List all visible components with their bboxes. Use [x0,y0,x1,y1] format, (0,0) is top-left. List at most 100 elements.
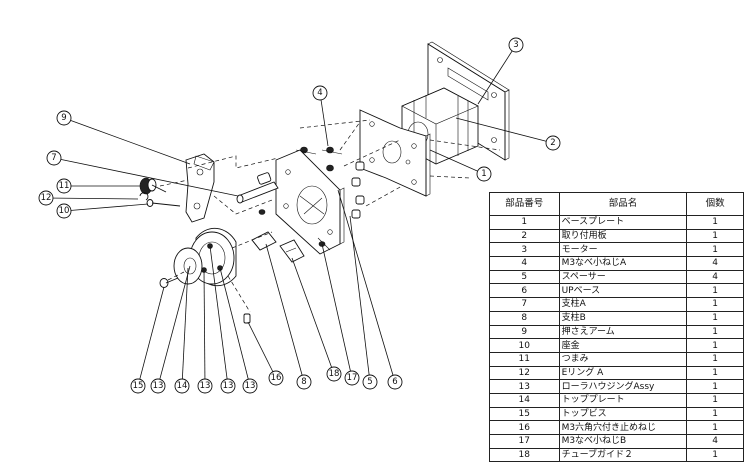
part-number-cell: 11 [489,351,560,367]
header-part-name: 部品名 [558,192,688,216]
balloon-11: 11 [56,178,72,194]
part-name-cell: モーター [558,242,688,258]
svg-text:13: 13 [245,381,256,391]
part-number-cell: 3 [489,242,560,258]
knob-part [139,177,167,195]
svg-text:12: 12 [41,193,52,203]
part-name-cell: トップビス [558,406,688,422]
svg-text:9: 9 [61,113,66,123]
part-name-cell: ローラハウジングAssy [558,379,688,394]
quantity-cell: 1 [686,215,744,230]
pillar-a-part [236,172,279,204]
part-number-cell: 5 [489,269,560,285]
balloon-4: 4 [312,85,328,101]
balloon-15: 15 [130,378,146,394]
quantity-cell: 1 [686,242,744,258]
balloon-7: 7 [46,150,62,166]
svg-text:15: 15 [133,381,144,391]
part-name-cell: スペーサー [558,269,688,285]
tube-guide-part [279,239,305,263]
balloon-13b: 13 [197,378,213,394]
svg-text:5: 5 [367,377,372,387]
top-screw-part [159,277,179,288]
part-name-cell: Eリング A [558,365,688,381]
quantity-cell: 1 [686,351,744,367]
balloon-3: 3 [508,37,524,53]
svg-text:4: 4 [317,88,322,98]
spacers-5-part [351,161,365,219]
svg-text:11: 11 [59,181,70,191]
svg-text:10: 10 [59,206,70,216]
balloon-13a: 13 [150,378,166,394]
part-number-cell: 12 [489,365,560,381]
quantity-cell: 1 [686,324,744,340]
part-name-cell: チューブガイド２ [558,447,688,463]
balloon-13c: 13 [220,378,236,394]
quantity-cell: 1 [686,392,744,408]
header-part-number: 部品番号 [489,192,560,216]
quantity-cell: 1 [686,283,744,299]
e-ring-part [139,192,149,201]
set-screw-part [243,313,251,324]
part-name-cell: 座金 [558,338,688,353]
quantity-cell: 1 [686,406,744,422]
svg-text:7: 7 [51,153,56,163]
svg-text:16: 16 [271,373,282,383]
part-number-cell: 10 [489,338,560,353]
header-quantity: 個数 [686,192,744,216]
part-name-cell: ベースプレート [558,215,688,230]
svg-text:14: 14 [177,381,188,391]
up-base-part [275,149,345,255]
part-number-cell: 16 [489,420,560,435]
svg-text:3: 3 [513,40,518,50]
balloon-13d: 13 [242,378,258,394]
quantity-cell: 1 [686,379,744,394]
balloon-10: 10 [56,203,72,219]
balloon-16: 16 [268,370,284,386]
part-name-cell: 取り付用板 [558,228,688,244]
part-number-cell: 1 [489,215,560,230]
part-name-cell: トッププレート [558,392,688,408]
balloon-5: 5 [362,374,378,390]
balloon-6: 6 [387,374,403,390]
part-name-cell: M3なべ小ねじB [558,434,688,449]
part-number-cell: 7 [489,297,560,312]
quantity-cell: 4 [686,269,744,285]
part-name-cell: M3六角穴付き止めねじ [558,420,688,435]
quantity-cell: 1 [686,310,744,326]
part-number-cell: 6 [489,283,560,299]
part-number-cell: 4 [489,256,560,271]
quantity-cell: 1 [686,420,744,435]
part-number-cell: 17 [489,434,560,449]
balloon-17: 17 [344,370,360,386]
svg-text:18: 18 [329,369,340,379]
part-number-cell: 8 [489,310,560,326]
pillar-b-part [251,231,277,251]
part-name-cell: M3なべ小ねじA [558,256,688,271]
svg-text:13: 13 [153,381,164,391]
svg-text:8: 8 [301,377,306,387]
svg-text:6: 6 [392,377,397,387]
quantity-cell: 4 [686,256,744,271]
part-number-cell: 14 [489,392,560,408]
balloon-1: 1 [476,166,492,182]
washer-part [146,199,181,207]
part-number-cell: 13 [489,379,560,394]
